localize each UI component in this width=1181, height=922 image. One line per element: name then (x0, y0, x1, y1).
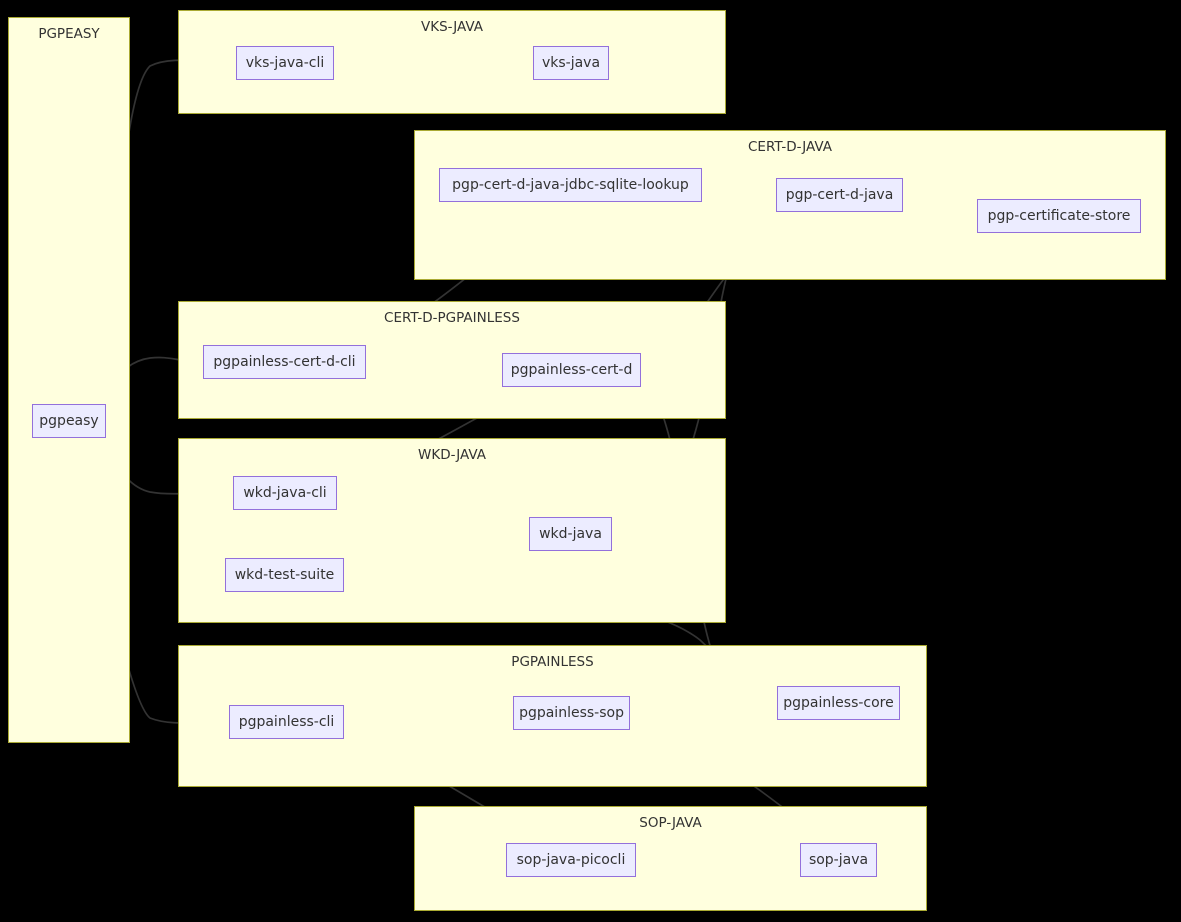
node-label-pgpainless-core: pgpainless-core (783, 695, 894, 711)
node-label-pgp-cert-d-java: pgp-cert-d-java (785, 187, 894, 203)
node-label-vks-java-cli: vks-java-cli (245, 55, 325, 71)
node-pgpeasy[interactable]: pgpeasy (32, 404, 106, 438)
cluster-wkd-java: WKD-JAVA (178, 438, 726, 623)
node-label-sop-java-picocli: sop-java-picocli (516, 852, 626, 868)
node-vks-java[interactable]: vks-java (533, 46, 609, 80)
node-label-sop-java: sop-java (808, 852, 869, 868)
node-pgpainless-sop[interactable]: pgpainless-sop (513, 696, 630, 730)
cluster-label-cert-d-java: CERT-D-JAVA (748, 139, 832, 155)
node-wkd-java[interactable]: wkd-java (529, 517, 612, 551)
node-pgpainless-core[interactable]: pgpainless-core (777, 686, 900, 720)
node-label-pgp-cert-d-java-jdbc-sqlite-lookup: pgp-cert-d-java-jdbc-sqlite-lookup (452, 177, 689, 193)
cluster-label-pgpainless: PGPAINLESS (511, 654, 594, 670)
node-label-pgpainless-cert-d: pgpainless-cert-d (510, 362, 633, 378)
node-label-pgpainless-cert-d-cli: pgpainless-cert-d-cli (213, 354, 356, 370)
cluster-label-vks-java: VKS-JAVA (420, 19, 483, 35)
cluster-label-wkd-java: WKD-JAVA (418, 447, 486, 463)
node-wkd-java-cli[interactable]: wkd-java-cli (233, 476, 337, 510)
cluster-label-pgpeasy: PGPEASY (38, 26, 100, 42)
node-pgpainless-cert-d[interactable]: pgpainless-cert-d (502, 353, 641, 387)
node-label-pgpainless-sop: pgpainless-sop (519, 705, 624, 721)
node-pgp-certificate-store[interactable]: pgp-certificate-store (977, 199, 1141, 233)
node-label-wkd-java: wkd-java (539, 526, 602, 542)
cluster-pgpeasy: PGPEASY (8, 17, 130, 743)
node-label-wkd-test-suite: wkd-test-suite (234, 567, 335, 583)
node-wkd-test-suite[interactable]: wkd-test-suite (225, 558, 344, 592)
node-sop-java-picocli[interactable]: sop-java-picocli (506, 843, 636, 877)
cluster-label-cert-d-pgpainless: CERT-D-PGPAINLESS (384, 310, 520, 326)
node-label-pgpeasy: pgpeasy (39, 413, 99, 429)
node-label-wkd-java-cli: wkd-java-cli (243, 485, 327, 501)
node-label-vks-java: vks-java (541, 55, 601, 71)
node-pgp-cert-d-java-jdbc-sqlite-lookup[interactable]: pgp-cert-d-java-jdbc-sqlite-lookup (439, 168, 702, 202)
node-label-pgp-certificate-store: pgp-certificate-store (987, 208, 1131, 224)
node-vks-java-cli[interactable]: vks-java-cli (236, 46, 334, 80)
node-pgpainless-cert-d-cli[interactable]: pgpainless-cert-d-cli (203, 345, 366, 379)
node-pgpainless-cli[interactable]: pgpainless-cli (229, 705, 344, 739)
node-pgp-cert-d-java[interactable]: pgp-cert-d-java (776, 178, 903, 212)
node-label-pgpainless-cli: pgpainless-cli (238, 714, 335, 730)
cluster-label-sop-java: SOP-JAVA (639, 815, 702, 831)
node-sop-java[interactable]: sop-java (800, 843, 877, 877)
